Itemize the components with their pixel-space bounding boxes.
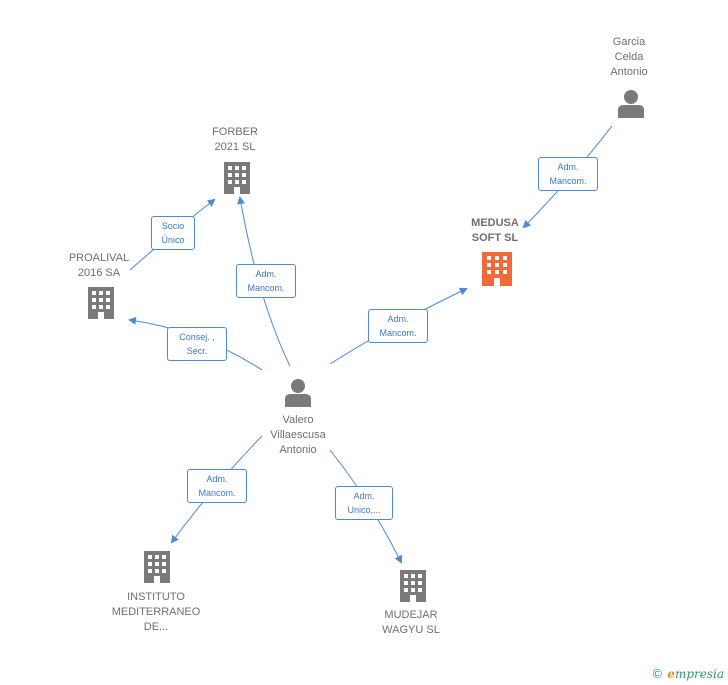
node-label-forber[interactable]: FORBER 2021 SL	[212, 126, 258, 153]
building-icon[interactable]	[400, 570, 426, 602]
building-icon[interactable]	[224, 162, 250, 194]
node-label-instituto[interactable]: INSTITUTO MEDITERRANEO DE...	[111, 591, 201, 633]
person-icon[interactable]	[618, 90, 644, 118]
node-label-garcia[interactable]: Garcia Celda Antonio	[610, 36, 648, 78]
node-label-medusa[interactable]: MEDUSA SOFT SL	[471, 217, 519, 244]
building-icon-highlight[interactable]	[482, 252, 512, 286]
copyright-symbol: ©	[651, 667, 664, 681]
edge-label-garcia-medusa[interactable]: Adm. Mancom.	[538, 157, 598, 191]
brand-name: mpresia	[674, 667, 724, 681]
edge-label-valero-medusa[interactable]: Adm. Mancom.	[368, 309, 428, 343]
edge-label-valero-forber[interactable]: Adm. Mancom.	[236, 264, 296, 298]
edge-label-valero-mudejar[interactable]: Adm. Unico,...	[335, 486, 393, 520]
building-icon[interactable]	[88, 287, 114, 319]
node-label-mudejar[interactable]: MUDEJAR WAGYU SL	[382, 609, 440, 636]
person-icon[interactable]	[285, 379, 311, 407]
edge-label-proalival-forber[interactable]: Socio Único	[151, 216, 195, 250]
brand-initial: e	[667, 667, 675, 681]
node-label-valero[interactable]: Valero Villaescusa Antonio	[270, 414, 326, 456]
edge-label-valero-proalival[interactable]: Consej. , Secr.	[167, 327, 227, 361]
empresia-logo: ©empresia	[651, 667, 724, 681]
node-label-proalival[interactable]: PROALIVAL 2016 SA	[68, 252, 130, 279]
edge-label-valero-instituto[interactable]: Adm. Mancom.	[187, 469, 247, 503]
building-icon[interactable]	[144, 551, 170, 583]
